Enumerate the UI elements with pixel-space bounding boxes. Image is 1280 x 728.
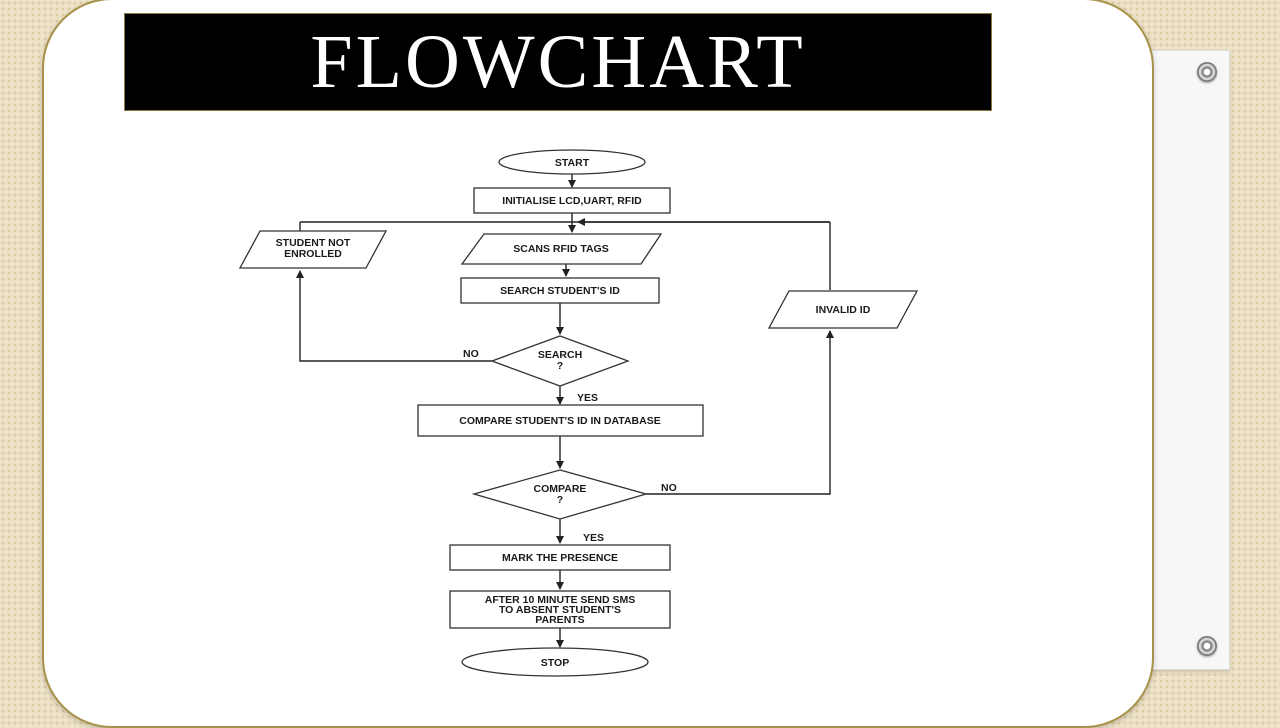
search-decision-node: SEARCH ? — [490, 335, 630, 387]
search-id-label: SEARCH STUDENT'S ID — [500, 285, 620, 297]
edge-compare-no — [646, 330, 834, 495]
compare-no-label: NO — [661, 482, 677, 494]
init-node: INITIALISE LCD,UART, RFID — [473, 187, 671, 214]
search-decision-label-line1: SEARCH — [538, 349, 582, 361]
invalid-id-label: INVALID ID — [816, 304, 871, 316]
search-no-label: NO — [463, 348, 479, 360]
stop-label: STOP — [541, 657, 569, 669]
not-enrolled-label-line1: STUDENT NOT — [276, 237, 351, 249]
mark-presence-node: MARK THE PRESENCE — [449, 544, 671, 571]
slide-title: FLOWCHART — [310, 20, 806, 104]
compare-decision-label-line1: COMPARE — [534, 483, 587, 495]
pin-icon — [1197, 636, 1217, 656]
title-bar: FLOWCHART — [124, 13, 992, 111]
edge-search-no — [296, 270, 492, 362]
start-node: START — [498, 149, 646, 175]
stop-node: STOP — [461, 647, 649, 677]
search-id-node: SEARCH STUDENT'S ID — [460, 277, 660, 304]
connectors — [296, 174, 834, 648]
start-label: START — [555, 157, 590, 169]
send-sms-label-line3: PARENTS — [535, 614, 584, 626]
send-sms-label-line2: TO ABSENT STUDENT'S — [499, 604, 621, 616]
compare-db-node: COMPARE STUDENT'S ID IN DATABASE — [417, 404, 704, 437]
init-label: INITIALISE LCD,UART, RFID — [502, 195, 642, 207]
scan-node: SCANS RFID TAGS — [460, 233, 663, 265]
search-yes-label: YES — [577, 392, 598, 404]
compare-yes-label: YES — [583, 532, 604, 544]
not-enrolled-node: STUDENT NOT ENROLLED — [238, 230, 388, 269]
compare-decision-label-line2: ? — [557, 494, 563, 506]
pin-icon — [1197, 62, 1217, 82]
compare-db-label: COMPARE STUDENT'S ID IN DATABASE — [459, 415, 660, 427]
send-sms-label-line1: AFTER 10 MINUTE SEND SMS — [485, 594, 636, 606]
mark-presence-label: MARK THE PRESENCE — [502, 552, 618, 564]
send-sms-node: AFTER 10 MINUTE SEND SMS TO ABSENT STUDE… — [449, 590, 671, 629]
not-enrolled-label-line2: ENROLLED — [284, 248, 342, 260]
compare-decision-node: COMPARE ? — [471, 469, 649, 520]
search-decision-label-line2: ? — [557, 360, 563, 372]
invalid-id-node: INVALID ID — [767, 290, 919, 329]
scan-label: SCANS RFID TAGS — [513, 243, 608, 255]
